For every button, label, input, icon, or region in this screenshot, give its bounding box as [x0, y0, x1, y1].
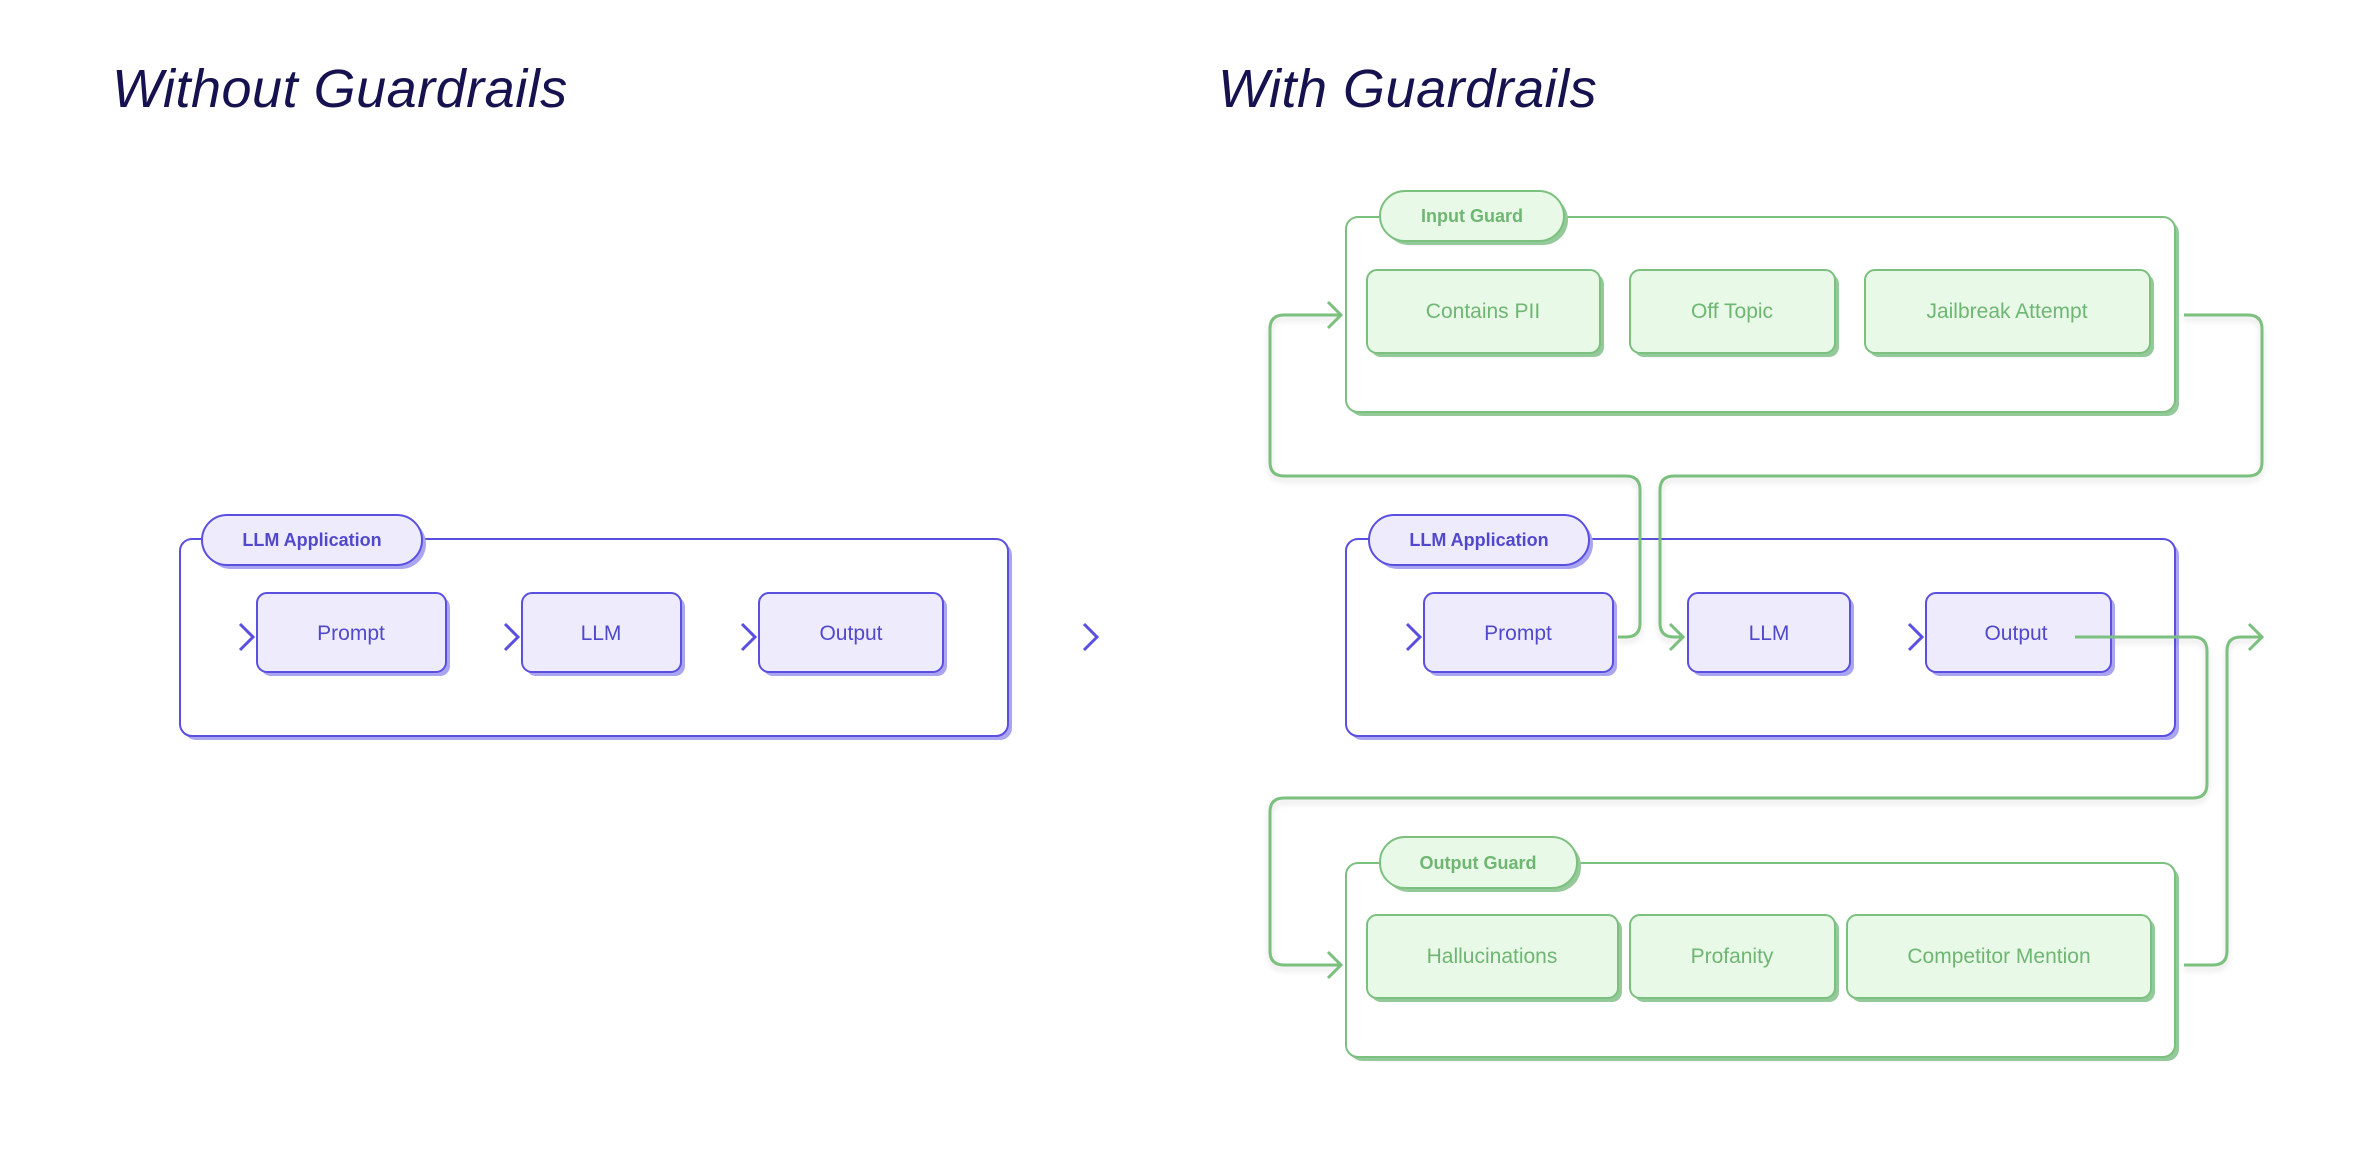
wire-output-to-output-guard [1268, 635, 2209, 967]
node-frame [1687, 592, 1851, 673]
title-without-guardrails: Without Guardrails [112, 59, 568, 119]
node-frame [758, 592, 944, 673]
node-frame [1925, 592, 2112, 673]
check-frame [1629, 914, 1836, 999]
node-frame [1423, 592, 1614, 673]
pill-frame [201, 514, 423, 566]
arrow-head-icon [1082, 622, 1100, 652]
check-label: Hallucinations [1427, 945, 1558, 968]
input-guard-pill: Input Guard [1379, 190, 1568, 245]
output-guard-pill: Output Guard [1379, 836, 1581, 892]
node-label: Prompt [317, 622, 385, 645]
node-output[interactable]: Output [758, 592, 947, 676]
left-app-pill: LLM Application [201, 514, 426, 569]
right-panel: Input Guard Contains PII Off Topic Jailb… [1268, 190, 2265, 1061]
node-llm[interactable]: LLM [1687, 592, 1854, 676]
check-label: Jailbreak Attempt [1926, 300, 2087, 323]
wire-input-guard-to-llm [1658, 313, 2264, 639]
node-label: Output [819, 622, 882, 645]
arrow-head-icon [238, 622, 256, 652]
check-label: Profanity [1691, 945, 1774, 968]
node-prompt[interactable]: Prompt [1423, 592, 1617, 676]
check-contains-pii[interactable]: Contains PII [1366, 269, 1604, 357]
node-prompt[interactable]: Prompt [256, 592, 450, 676]
check-jailbreak-attempt[interactable]: Jailbreak Attempt [1864, 269, 2154, 357]
check-competitor-mention[interactable]: Competitor Mention [1846, 914, 2155, 1002]
left-panel: LLM Application Prompt LLM Output [104, 514, 1100, 740]
arrow-head-icon [1326, 950, 1344, 980]
check-frame [1366, 269, 1601, 354]
check-off-topic[interactable]: Off Topic [1629, 269, 1839, 357]
check-label: Off Topic [1691, 300, 1773, 323]
node-label: LLM [581, 622, 622, 645]
pill-frame [1368, 514, 1590, 566]
node-label: Output [1984, 622, 2047, 645]
arrow-head-icon [2247, 622, 2265, 652]
input-guard-label: Input Guard [1421, 206, 1523, 226]
check-hallucinations[interactable]: Hallucinations [1366, 914, 1622, 1002]
title-with-guardrails: With Guardrails [1218, 59, 1598, 119]
arrow-head-icon [1405, 622, 1423, 652]
arrow-head-icon [1907, 622, 1925, 652]
check-label: Competitor Mention [1907, 945, 2090, 968]
wire-output-guard-to-exit [2184, 635, 2261, 967]
pill-frame [1379, 190, 1565, 242]
node-output[interactable]: Output [1925, 592, 2115, 676]
node-llm[interactable]: LLM [521, 592, 685, 676]
check-profanity[interactable]: Profanity [1629, 914, 1839, 1002]
left-app-label: LLM Application [242, 530, 381, 550]
output-guard-label: Output Guard [1420, 853, 1537, 873]
wire-prompt-to-input-guard [1268, 313, 1642, 639]
check-frame [1864, 269, 2151, 354]
arrow-head-icon [1326, 300, 1344, 330]
arrow-head-icon [740, 622, 758, 652]
arrow-head-icon [503, 622, 521, 652]
check-frame [1629, 269, 1836, 354]
guard-arrow-heads [1326, 300, 2265, 980]
check-frame [1846, 914, 2152, 999]
pill-frame [1379, 836, 1578, 889]
node-label: LLM [1749, 622, 1790, 645]
arrow-head-icon [1668, 622, 1686, 652]
right-app-pill: LLM Application [1368, 514, 1593, 569]
check-frame [1366, 914, 1619, 999]
node-frame [521, 592, 682, 673]
node-frame [256, 592, 447, 673]
right-app-label: LLM Application [1409, 530, 1548, 550]
check-label: Contains PII [1426, 300, 1540, 323]
guard-wires [1268, 313, 2264, 967]
node-label: Prompt [1484, 622, 1552, 645]
